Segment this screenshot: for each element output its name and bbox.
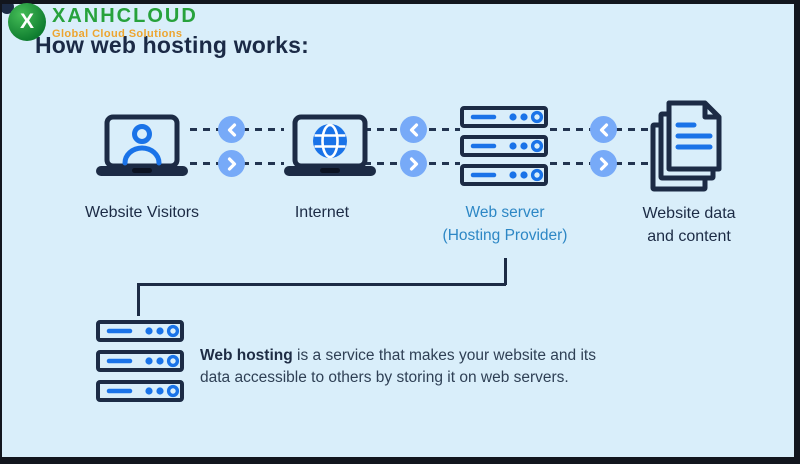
node-label-internet: Internet <box>294 204 350 221</box>
logo-mark-letter: X <box>19 10 34 33</box>
chevron-right-icon <box>218 150 245 177</box>
chevron-left-icon <box>400 116 427 143</box>
page-title: How web hosting works: <box>35 32 310 58</box>
documents-icon <box>648 98 726 199</box>
right-frame-bar <box>794 0 800 464</box>
node-label-website-visitors: Website Visitors <box>84 204 200 221</box>
logo-name: XANHCLOUD <box>52 5 198 27</box>
chevron-right-icon <box>590 150 617 177</box>
bottom-frame-bar <box>0 457 800 464</box>
server-stack-icon <box>96 320 184 347</box>
chevron-left-icon <box>218 116 245 143</box>
connector-line-vertical-left <box>137 284 140 316</box>
caption-text: Web hosting is a service that makes your… <box>200 345 610 389</box>
chevron-right-icon <box>400 150 427 177</box>
top-frame-bar <box>0 0 800 4</box>
server-stack-icon <box>460 135 548 162</box>
node-sublabel-hosting-provider: (Hosting Provider) <box>442 227 568 244</box>
laptop-user-icon <box>94 114 190 185</box>
node-label-website-data: Website data and content <box>642 205 736 245</box>
connector-line-vertical-right <box>504 258 507 285</box>
connector-line-horizontal <box>137 283 506 286</box>
node-label-web-server: Web server <box>465 204 545 221</box>
server-stack-icon <box>96 380 184 407</box>
caption-lead: Web hosting <box>200 347 293 364</box>
left-frame-bar <box>0 0 2 464</box>
brand-logo: X XANHCLOUD Global Cloud Solutions <box>8 3 198 41</box>
server-stack-icon <box>460 164 548 191</box>
logo-x-icon: X <box>8 3 46 41</box>
chevron-left-icon <box>590 116 617 143</box>
logo-tagline: Global Cloud Solutions <box>52 28 183 40</box>
caption-rest: is a service that makes your website and… <box>200 347 596 386</box>
server-stack-icon <box>460 106 548 133</box>
server-stack-icon <box>96 350 184 377</box>
laptop-globe-icon <box>282 114 378 185</box>
